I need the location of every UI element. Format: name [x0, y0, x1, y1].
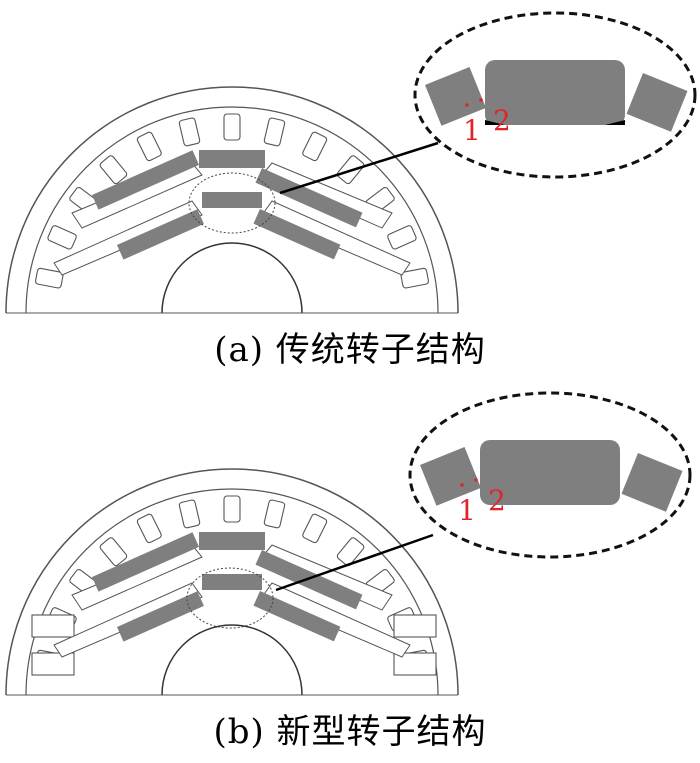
flux-barrier	[53, 200, 203, 276]
magnet-center	[202, 192, 262, 208]
stator-slot	[178, 499, 201, 529]
leader-line	[279, 141, 439, 195]
point-label-2: 2	[488, 484, 506, 517]
stator-slot	[302, 131, 328, 162]
leader-line	[275, 533, 434, 592]
zoom-magnet	[485, 60, 625, 125]
magnet-center	[199, 150, 265, 168]
stator-slot	[47, 225, 77, 250]
magnet-slanted	[255, 168, 363, 228]
rotor-group	[5, 468, 459, 696]
point-1-marker	[465, 103, 469, 107]
stator-slot	[263, 117, 286, 147]
stator-outer-arc	[5, 86, 459, 314]
magnet-slanted	[92, 532, 199, 592]
flux-barrier-slot	[31, 652, 75, 676]
point-label-1: 1	[458, 494, 476, 527]
flux-barrier	[53, 582, 203, 658]
magnet-slanted	[92, 150, 199, 210]
point-label-2: 2	[493, 104, 511, 137]
caption-b: (b) 新型转子结构	[213, 712, 487, 752]
stator-slot	[136, 131, 162, 162]
stator-slot	[178, 117, 201, 147]
stator-slot	[387, 225, 417, 250]
magnet-slanted	[253, 209, 341, 260]
zoom-right-block	[621, 453, 683, 512]
flux-barrier-slot	[393, 652, 437, 676]
stator-slot	[223, 113, 241, 141]
flux-barrier-slot	[31, 614, 75, 638]
magnet-center	[199, 532, 265, 550]
stator-slot	[99, 537, 128, 567]
stator-outer-arc	[5, 468, 459, 696]
point-2-marker	[479, 98, 483, 102]
shaft-arc	[161, 624, 303, 696]
point-label-1: 1	[463, 114, 481, 147]
zoom-source-ellipse	[186, 567, 274, 629]
rotor-outer-arc	[25, 106, 439, 314]
rotor-group	[5, 86, 459, 314]
point-2-marker	[474, 478, 478, 482]
zoom-corner-fill	[605, 120, 625, 125]
magnet-slanted	[253, 591, 341, 642]
zoom-left-block	[420, 447, 481, 506]
stator-slot	[136, 513, 162, 544]
stator-slot	[99, 155, 128, 185]
zoom-magnet	[480, 440, 620, 505]
zoom-right-block	[626, 73, 688, 132]
zoom-source-ellipse	[188, 172, 276, 234]
shaft-arc	[161, 242, 303, 314]
stator-slot	[400, 267, 430, 289]
point-1-marker	[460, 483, 464, 487]
stator-slot	[263, 499, 286, 529]
stator-slot	[302, 513, 328, 544]
stator-slot	[336, 537, 365, 567]
flux-barrier-slot	[393, 614, 437, 638]
caption-a: (a) 传统转子结构	[214, 330, 486, 370]
stator-slot	[34, 267, 64, 289]
rotor-outer-arc	[25, 488, 439, 696]
magnet-slanted	[117, 591, 204, 642]
magnet-slanted	[117, 209, 204, 260]
zoom-corner-fill	[485, 120, 505, 125]
stator-slot	[223, 495, 241, 523]
zoom-left-block	[425, 67, 486, 126]
magnet-center	[202, 574, 262, 590]
